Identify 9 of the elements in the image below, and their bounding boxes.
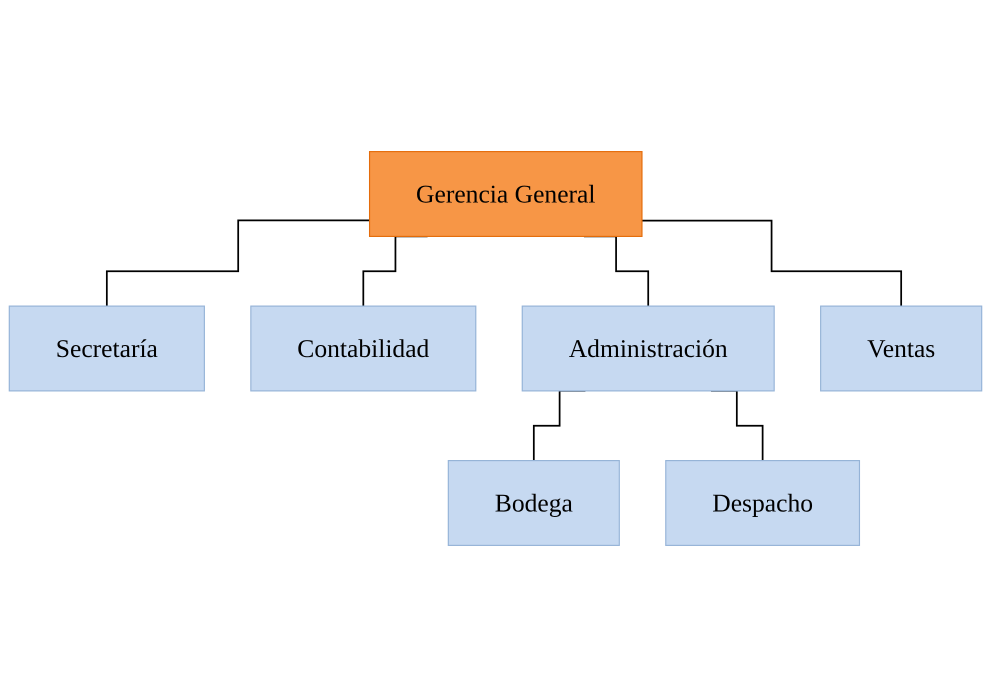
node-box: Despacho <box>665 460 860 546</box>
connector <box>106 220 370 307</box>
node-box: Bodega <box>448 460 620 546</box>
node-box: Administración <box>522 306 775 392</box>
node-box: Secretaría <box>8 306 205 392</box>
connector <box>642 220 902 307</box>
node-box: Contabilidad <box>250 306 476 392</box>
node-box: Ventas <box>820 306 982 392</box>
node-box: Gerencia General <box>368 151 643 237</box>
